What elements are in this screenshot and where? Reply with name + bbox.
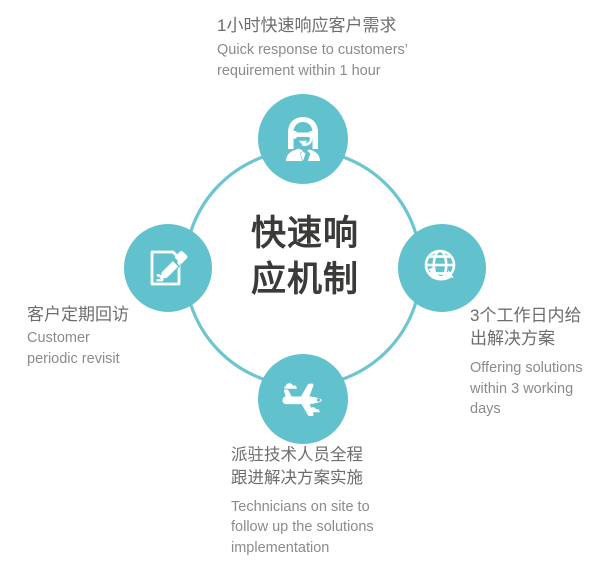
node-top-quick-response[interactable]: [258, 94, 348, 184]
label-bottom-en-line-3: implementation: [231, 540, 330, 556]
node-right-solution-days[interactable]: [398, 224, 486, 312]
label-top-cn: 1小时快速响应客户需求: [217, 14, 408, 37]
label-bottom-en-line-1: Technicians on site to: [231, 498, 370, 515]
node-left-periodic-revisit[interactable]: [124, 224, 212, 312]
label-bottom-cn-line-1: 派驻技术人员全程: [231, 446, 363, 464]
label-bottom-en: Technicians on site to follow up the sol…: [231, 497, 374, 559]
label-left-en-line-1: Customer: [27, 330, 90, 347]
label-right-cn-line-1: 3个工作日内给: [470, 306, 582, 325]
label-top-cn-line-1: 1小时快速响应客户需求: [217, 16, 397, 35]
label-bottom: 派驻技术人员全程 跟进解决方案实施 Technicians on site to…: [231, 444, 374, 559]
airplane-icon: [282, 383, 322, 416]
center-title-line-1: 快速响: [250, 214, 359, 253]
label-left-en-line-2: periodic revisit: [27, 351, 120, 368]
label-right-en-line-1: Offering solutions: [470, 359, 583, 376]
label-right-en-line-2: within 3 working: [470, 380, 574, 397]
label-bottom-en-line-2: follow up the solutions: [231, 519, 374, 536]
label-left-en: Customer periodic revisit: [27, 328, 129, 369]
label-top-en-line-1: Quick response to customers’: [217, 42, 408, 59]
node-bottom-technicians-onsite[interactable]: [258, 354, 348, 444]
label-bottom-cn: 派驻技术人员全程 跟进解决方案实施: [231, 444, 374, 490]
center-title-line-2: 应机制: [250, 260, 359, 300]
label-top: 1小时快速响应客户需求 Quick response to customers’…: [217, 14, 408, 82]
label-bottom-cn-line-2: 跟进解决方案实施: [231, 468, 363, 487]
headset-agent-icon: [286, 117, 320, 161]
label-left: 客户定期回访 Customer periodic revisit: [27, 303, 129, 370]
label-right: 3个工作日内给 出解决方案 Offering solutions within …: [470, 304, 583, 420]
label-top-en: Quick response to customers’ requirement…: [217, 40, 408, 81]
document-pen-icon: [150, 250, 188, 286]
label-left-cn-line-1: 客户定期回访: [27, 305, 129, 324]
label-right-cn-line-2: 出解决方案: [470, 329, 555, 349]
label-left-cn: 客户定期回访: [27, 303, 129, 326]
label-right-en: Offering solutions within 3 working days: [470, 358, 583, 420]
center-title: 快速响 应机制: [233, 211, 377, 303]
label-right-en-line-3: days: [470, 401, 501, 418]
label-top-en-line-2: requirement within 1 hour: [217, 63, 381, 80]
globe-arrow-icon: [424, 249, 456, 281]
label-right-cn: 3个工作日内给 出解决方案: [470, 304, 583, 351]
